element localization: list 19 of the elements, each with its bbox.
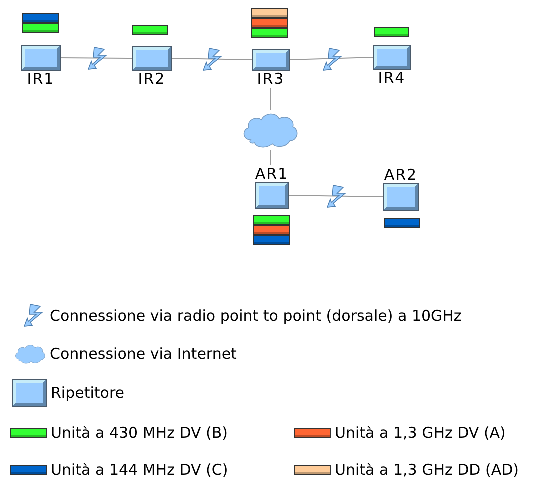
connection-line (288, 195, 384, 198)
legend-text: Unità a 1,3 GHz DD (AD) (335, 461, 520, 479)
connection-line (270, 88, 271, 110)
legend-text: Connessione via Internet (50, 345, 237, 363)
legend-text: Unità a 430 MHz DV (B) (51, 424, 228, 442)
legend-text: Unità a 144 MHz DV (C) (51, 461, 228, 479)
connection-line (288, 57, 374, 60)
node-label: IR2 (138, 70, 166, 88)
connection-line (60, 58, 134, 59)
connection-line (170, 58, 254, 60)
node-label: IR4 (378, 69, 406, 87)
node-label: IR3 (257, 70, 285, 88)
connection-line (270, 150, 272, 166)
node-label: AR1 (255, 165, 289, 183)
legend-text: Connessione via radio point to point (dorsale) a 10GHz (50, 306, 462, 324)
legend-text: Unità a 1,3 GHz DV (A) (335, 424, 506, 442)
node-label: IR1 (27, 70, 55, 88)
legend-text: Ripetitore (51, 384, 125, 402)
node-label: AR2 (384, 166, 418, 184)
